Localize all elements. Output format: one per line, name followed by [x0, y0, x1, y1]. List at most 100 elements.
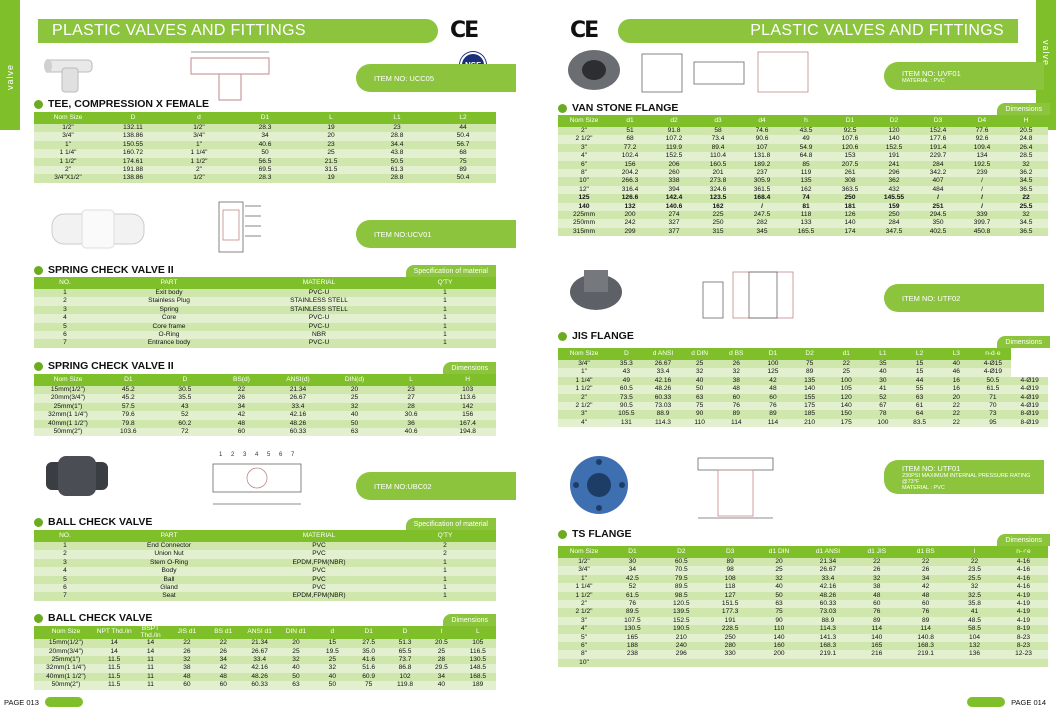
table-cell: 2" — [166, 166, 232, 175]
table-cell: 130.5 — [608, 625, 657, 634]
table-cell: 60.5 — [608, 385, 645, 394]
table-cell: 126 — [828, 211, 872, 220]
table-cell: 60.5 — [656, 558, 706, 567]
table-cell: 35.8 — [950, 600, 999, 609]
table-cell: 28.8 — [364, 174, 430, 183]
table-cell: 132.11 — [100, 124, 166, 133]
table-cell: 33.4 — [241, 656, 278, 665]
table-cell: 40mm(1 1/2") — [34, 419, 100, 429]
table-cell: 22 — [937, 402, 975, 411]
table-cell: 61.5 — [974, 385, 1012, 394]
table-cell: 11.5 — [96, 664, 133, 673]
table-cell: / — [960, 185, 1004, 195]
column-header: D1 — [608, 546, 657, 558]
table-cell: 100 — [827, 376, 865, 386]
table-cell: 102.4 — [608, 152, 652, 161]
table-cell: 61 — [901, 402, 938, 411]
table-cell: / — [960, 202, 1004, 212]
table-cell: 30.5 — [156, 386, 214, 395]
column-header: h — [784, 115, 828, 127]
table-cell: 140 — [828, 219, 872, 228]
table-cell: 85 — [784, 160, 828, 170]
right-page: valve CE PLASTIC VALVES AND FITTINGS ITE… — [528, 0, 1056, 714]
table-cell: 63 — [277, 681, 315, 690]
table-cell: 399.7 — [960, 219, 1004, 228]
table-cell: 1" — [558, 574, 608, 584]
table-cell: 296 — [656, 650, 706, 659]
table-cell: 2 1/2" — [558, 608, 608, 617]
table-cell: 152.5 — [656, 616, 706, 626]
table-cell: 125 — [558, 194, 608, 203]
table-cell: 89 — [791, 368, 828, 377]
table-cell: 32 — [754, 574, 804, 584]
table-cell: 165 — [852, 642, 902, 651]
table-cell: 48 — [717, 385, 755, 394]
table-cell: 103.6 — [100, 428, 157, 437]
svg-text:7: 7 — [291, 452, 295, 458]
table-cell: 131.8 — [740, 152, 784, 161]
table-cell: 21.5 — [298, 157, 364, 167]
table-cell: 139.5 — [656, 608, 706, 617]
table-cell: 38 — [168, 664, 206, 673]
table-cell: PVC-U — [244, 314, 394, 323]
column-header: D — [608, 348, 645, 360]
table-cell: 189 — [459, 681, 496, 690]
table-cell: 19.5 — [314, 647, 351, 656]
table-cell: 315mm — [558, 227, 608, 237]
table-cell: 24.8 — [1004, 135, 1048, 144]
side-tab: valve — [1036, 0, 1056, 130]
ball2-section-title: BALL CHECK VALVE — [34, 612, 152, 624]
table-cell: 4-16 — [999, 558, 1048, 567]
table-cell: 342.2 — [916, 169, 960, 178]
table-cell: 201 — [696, 169, 740, 178]
table-cell: / — [960, 177, 1004, 186]
column-header: MATERIAL — [244, 530, 394, 542]
table-cell: 44 — [430, 124, 496, 133]
column-header: D2 — [791, 348, 828, 360]
table-cell: 15 — [901, 360, 938, 369]
table-cell: 4-Ø15 — [974, 360, 1012, 369]
column-header: L — [459, 626, 496, 640]
column-header: d4 — [740, 115, 784, 127]
table-cell: 50.5 — [364, 157, 430, 167]
table-cell: 26 — [852, 566, 902, 575]
column-header: DIN(d) — [326, 374, 383, 386]
table-cell: 68 — [430, 149, 496, 158]
table-cell: 162 — [784, 185, 828, 195]
table-cell: PVC-U — [244, 339, 394, 348]
table-cell: 2" — [558, 127, 608, 136]
table-cell: 50 — [681, 385, 718, 394]
table-cell: 89 — [754, 410, 792, 419]
table-cell: 40 — [864, 368, 902, 377]
table-cell: 1 — [394, 575, 496, 585]
table-cell: 28.3 — [232, 124, 298, 133]
column-header: L1 — [364, 112, 430, 124]
table-cell: / — [740, 202, 784, 212]
table-cell: 151.5 — [705, 600, 755, 609]
table-cell: 247.5 — [740, 211, 784, 220]
table-cell: 25 — [314, 656, 351, 665]
table-cell: 14 — [96, 647, 133, 656]
table-cell: 363.5 — [828, 185, 872, 195]
table-cell: 16 — [937, 385, 975, 394]
table-cell: 110 — [681, 418, 718, 428]
bullet-icon — [558, 529, 567, 539]
table-cell: 4-19 — [999, 600, 1048, 609]
table-cell: 19 — [298, 124, 364, 133]
svg-text:5: 5 — [267, 452, 271, 458]
